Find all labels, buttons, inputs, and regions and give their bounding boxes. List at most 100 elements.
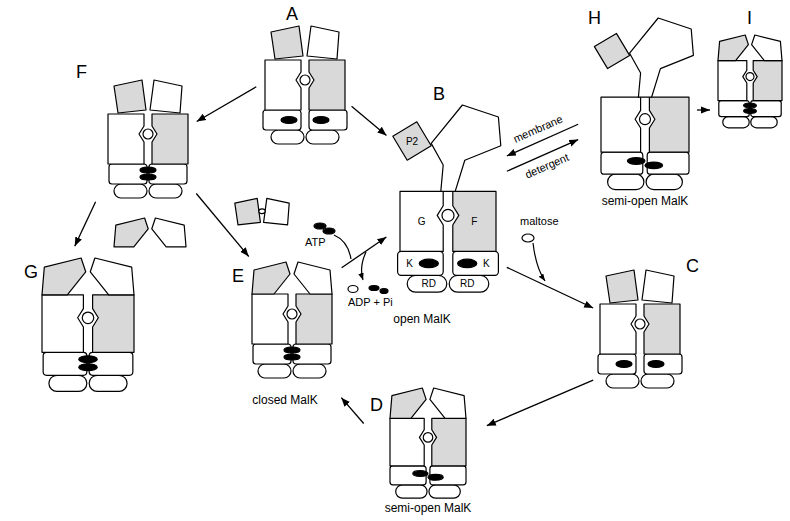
regulatory-domain: [49, 375, 87, 391]
membrane-domain: [400, 191, 443, 251]
atpase-domain: [751, 101, 781, 117]
atpase-domain: [398, 251, 444, 275]
binding-protein-lobe: [90, 258, 134, 295]
membrane-domain: [296, 294, 332, 344]
regulatory-domain: [608, 174, 644, 189]
atp-molecule: [323, 228, 335, 234]
substrate-cavity: [640, 114, 651, 125]
membrane-domain: [644, 304, 680, 354]
binding-protein-lobe: [42, 258, 86, 295]
transition-arrow: [487, 380, 593, 426]
atp-molecule: [79, 356, 97, 363]
binding-protein-lobe: [307, 26, 339, 59]
state-panel: Eclosed MalK: [228, 258, 340, 412]
transition-arrow: [196, 194, 248, 257]
maltose-molecule: [522, 234, 534, 242]
transition-arrow: [507, 267, 593, 308]
regulatory-domain: [271, 130, 304, 144]
domain-label: RD: [422, 278, 436, 289]
atpase-domain: [644, 354, 682, 374]
substrate-cavity: [746, 73, 754, 81]
release-curve: [362, 252, 366, 280]
substrate-cavity: [143, 129, 153, 139]
transporter-drawing: [263, 26, 347, 144]
binding-protein-lobe: [393, 122, 431, 160]
atp-molecule: [419, 259, 438, 267]
domain-label-box: K: [481, 257, 492, 270]
atpase-domain: [89, 352, 133, 375]
state-panel: G: [20, 248, 140, 394]
state-panel: F: [72, 58, 195, 200]
domain-label-box: G: [416, 215, 428, 228]
domain-label-box: F: [469, 215, 479, 228]
atp-molecule: [645, 162, 663, 169]
transporter-drawing: [252, 262, 332, 378]
membrane-domain: [600, 304, 636, 354]
binding-protein-lobe: [718, 35, 748, 61]
substrate-cavity: [423, 433, 433, 443]
atp-molecule: [313, 117, 329, 124]
atpase-domain: [253, 344, 291, 364]
membrane-domain: [93, 295, 134, 353]
state-panel: C: [595, 252, 705, 392]
atpase-domain: [43, 352, 87, 375]
membrane-domain: [42, 295, 83, 353]
transporter-drawing: [594, 18, 693, 190]
domain-label-box: RD: [420, 277, 438, 290]
binding-protein-lobe: [264, 198, 290, 224]
transition-arrow: [342, 237, 387, 268]
membrane-domain: [601, 97, 641, 152]
membrane-domain: [152, 114, 188, 164]
molecule-label: ATP: [305, 236, 326, 249]
binding-protein-lobe: [594, 33, 629, 68]
regulatory-domain: [606, 374, 639, 388]
binding-protein-lobe: [390, 388, 426, 418]
edge-label: detergent: [522, 150, 573, 182]
atp-molecule: [79, 364, 97, 371]
state-panel: Dsemi-open MalK: [365, 383, 485, 519]
state-caption: semi-open MalK: [602, 195, 689, 209]
membrane-domain: [390, 418, 424, 466]
atp-molecule: [281, 117, 297, 124]
regulatory-domain: [89, 375, 127, 391]
uptake-curve: [334, 235, 351, 259]
atp-molecule: [627, 158, 645, 165]
phosphate-molecule: [380, 289, 388, 294]
domain-label-box: K: [404, 257, 415, 270]
regulatory-domain: [429, 485, 460, 498]
atp-molecule: [413, 471, 428, 477]
state-letter: F: [76, 62, 87, 83]
atp-molecule: [744, 103, 757, 108]
state-letter: B: [433, 84, 445, 105]
regulatory-domain: [258, 364, 291, 378]
membrane-domain: [108, 114, 144, 164]
binding-protein-lobe: [430, 388, 466, 418]
state-letter: A: [286, 4, 298, 25]
substrate-cavity: [300, 75, 310, 85]
regulatory-domain: [751, 117, 777, 128]
atpase-domain: [309, 110, 347, 130]
atpase-domain: [719, 101, 749, 117]
regulatory-domain: [114, 184, 147, 198]
binding-protein-lobe: [752, 35, 782, 61]
atp-molecule: [284, 347, 300, 353]
maltose-molecule: [348, 286, 358, 293]
binding-protein-lobe: [114, 80, 146, 113]
atpase-domain: [109, 164, 147, 184]
membrane-domain: [718, 61, 747, 101]
atpase-domain: [263, 110, 301, 130]
regulatory-domain: [407, 275, 447, 292]
atp-molecule: [648, 361, 664, 368]
regulatory-domain: [641, 374, 674, 388]
binding-protein-lobe: [114, 218, 148, 247]
state-letter: G: [24, 262, 38, 283]
membrane-domain: [649, 97, 689, 152]
atpase-domain: [598, 354, 636, 374]
domain-label: K: [406, 258, 413, 269]
domain-label-box: P2: [404, 135, 420, 148]
atpase-domain: [453, 251, 499, 275]
binding-protein-lobe: [630, 18, 694, 97]
